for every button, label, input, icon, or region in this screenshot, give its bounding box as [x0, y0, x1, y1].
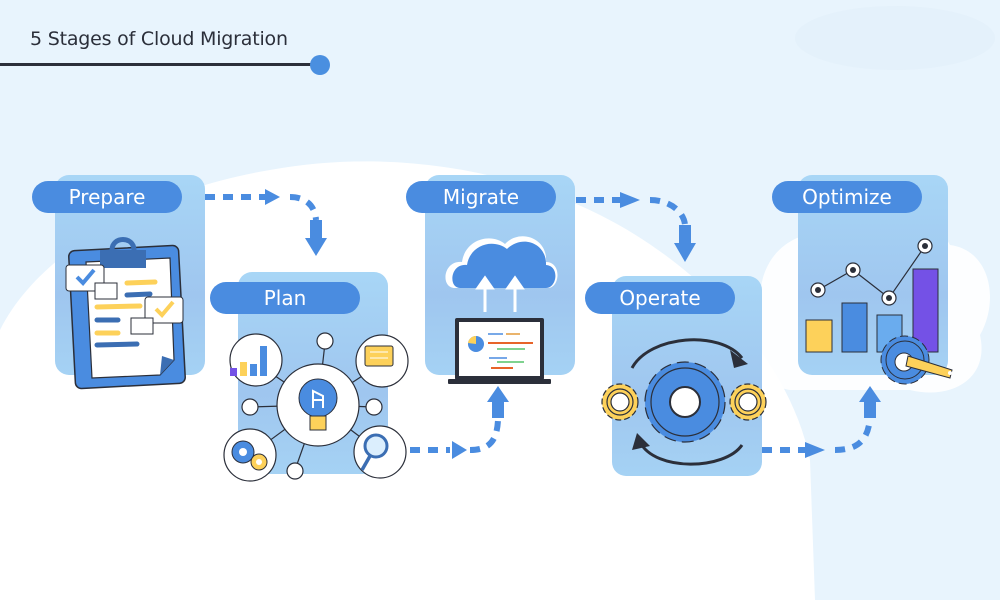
stage-label-migrate: Migrate — [406, 181, 556, 213]
stage-label-prepare: Prepare — [32, 181, 182, 213]
page-title: 5 Stages of Cloud Migration — [30, 28, 288, 50]
title-underline — [0, 63, 318, 66]
title-dot — [310, 55, 330, 75]
stage-label-optimize: Optimize — [772, 181, 922, 213]
stage-label-plan: Plan — [210, 282, 360, 314]
stage-label-operate: Operate — [585, 282, 735, 314]
